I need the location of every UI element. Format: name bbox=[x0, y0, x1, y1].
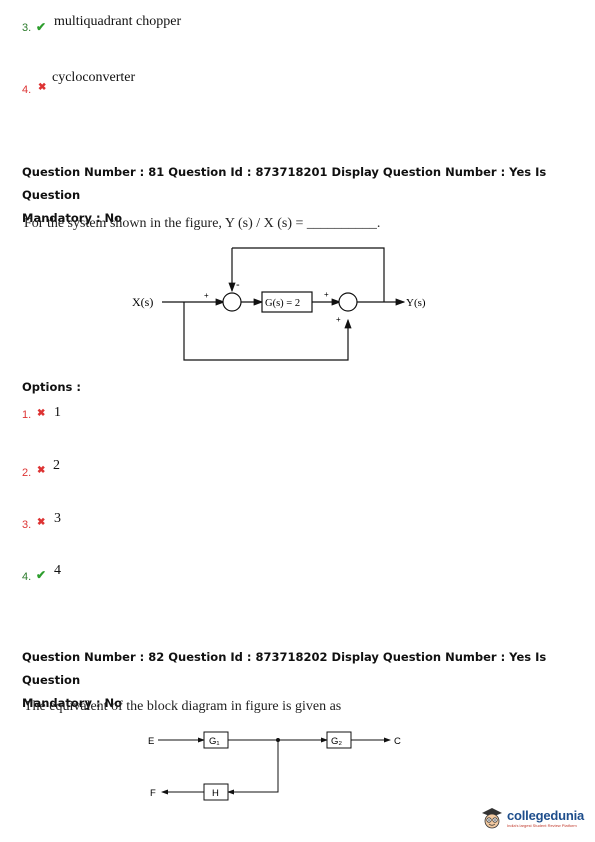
question-82-block-diagram: E G₁ G₂ C H F bbox=[148, 731, 401, 801]
question-81-text: For the system shown in the figure, Y (s… bbox=[24, 216, 381, 231]
check-icon: ✔ bbox=[36, 20, 47, 34]
option-number: 2. bbox=[22, 467, 32, 479]
question-82-header: Question Number : 82 Question Id : 87371… bbox=[22, 646, 582, 715]
cross-icon: ✖ bbox=[38, 82, 47, 93]
branch-line bbox=[227, 740, 279, 795]
feedback-path-top bbox=[232, 247, 385, 302]
cross-icon: ✖ bbox=[37, 517, 46, 528]
option-number: 3. bbox=[22, 22, 32, 34]
feedforward-path-bottom bbox=[183, 302, 352, 361]
gain-block-label: G(s) = 2 bbox=[265, 298, 300, 309]
collegedunia-logo: collegedunia India's largest Student Rev… bbox=[480, 805, 584, 831]
check-icon: ✔ bbox=[36, 568, 47, 582]
question-81-block-diagram: X(s) - + G(s) = 2 + + Y(s) bbox=[132, 247, 426, 361]
cross-icon: ✖ bbox=[37, 408, 46, 419]
question-header-line: Mandatory : No bbox=[22, 696, 123, 710]
sum1-top-sign: - bbox=[236, 279, 240, 291]
option-text: 3 bbox=[54, 511, 61, 526]
question-header-line: Question Number : 81 Question Id : 87371… bbox=[22, 165, 547, 202]
option-number: 1. bbox=[22, 409, 32, 421]
output-label: Y(s) bbox=[406, 297, 426, 309]
graduate-mascot-icon bbox=[482, 808, 502, 829]
sum2-bottom-sign: + bbox=[336, 315, 341, 324]
question-82-text: The equivalent of the block diagram in f… bbox=[24, 699, 342, 714]
option-text: multiquadrant chopper bbox=[54, 14, 182, 29]
options-label: Options : bbox=[22, 380, 81, 394]
option-number: 4. bbox=[22, 84, 32, 96]
question-81-header: Question Number : 81 Question Id : 87371… bbox=[22, 161, 582, 230]
input-label: X(s) bbox=[132, 295, 153, 309]
option-number: 3. bbox=[22, 519, 32, 531]
block-h-label: H bbox=[212, 788, 219, 799]
sum1-left-sign: + bbox=[204, 291, 209, 300]
logo-wordmark: collegedunia bbox=[507, 808, 585, 823]
option-number: 4. bbox=[22, 571, 32, 583]
sum2-left-sign: + bbox=[324, 290, 329, 299]
option-text: 1 bbox=[54, 405, 61, 420]
question-header-line: Question Number : 82 Question Id : 87371… bbox=[22, 650, 547, 687]
cross-icon: ✖ bbox=[37, 465, 46, 476]
summing-junction-1 bbox=[222, 292, 242, 312]
output-label-f: F bbox=[150, 788, 156, 799]
input-label-e: E bbox=[148, 736, 154, 747]
output-label-c: C bbox=[394, 736, 401, 747]
block-g1-label: G₁ bbox=[209, 736, 220, 747]
logo-tagline: India's largest Student Review Platform bbox=[507, 823, 577, 828]
option-text: cycloconverter bbox=[52, 70, 136, 85]
question-header-line: Mandatory : No bbox=[22, 211, 123, 225]
block-g2-label: G₂ bbox=[331, 736, 342, 747]
option-text: 4 bbox=[54, 563, 61, 578]
summing-junction-2 bbox=[338, 292, 358, 312]
option-text: 2 bbox=[53, 458, 60, 473]
